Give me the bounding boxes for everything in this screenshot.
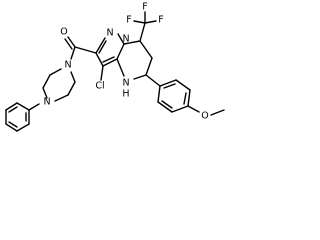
- bond-pyrimidine: [139, 40, 153, 59]
- bond-pyrimidine: [145, 57, 153, 76]
- piperazine-nitrogen-label: N: [43, 97, 50, 108]
- bond-piperazine: [42, 74, 51, 89]
- bond-carbonyl-double: [67, 36, 76, 48]
- bond-piperazine: [54, 94, 69, 102]
- atom-labels: O N N N N F F F N H Cl O: [43, 2, 208, 122]
- bond-cf3: [139, 22, 146, 42]
- bond-pyrimidine: [123, 40, 141, 45]
- fluorine-label: F: [142, 2, 147, 13]
- bond-pyrimidine: [116, 58, 125, 77]
- bond-aryl: [175, 79, 191, 91]
- bond-n-to-carbonyl: [70, 46, 76, 60]
- bond-pyrazole-double: [102, 56, 115, 63]
- bond-pyrazole: [116, 43, 125, 60]
- bond-phenyl-inner: [8, 106, 18, 113]
- bond-to-aryl: [145, 74, 161, 87]
- bond-chloro: [100, 65, 104, 81]
- fluorine-label: F: [158, 15, 163, 26]
- bond-piperazine: [42, 87, 48, 99]
- bond-phenyl: [5, 123, 18, 132]
- bond-pyrazole: [117, 33, 125, 45]
- bond-aryl: [171, 105, 189, 113]
- carbonyl-oxygen-label: O: [60, 27, 67, 38]
- bond-aryl: [157, 85, 161, 103]
- pyrazole-nitrogen-label: N: [122, 34, 129, 45]
- bond-piperazine: [67, 81, 76, 96]
- piperazine-nitrogen-label: N: [64, 60, 71, 71]
- bond-carbonyl-to-ring: [74, 46, 97, 54]
- bond-phenyl-inner: [8, 121, 18, 128]
- bond-carbonyl-double: [64, 38, 73, 50]
- bond-aryl: [187, 89, 191, 107]
- bond-aryl-inner: [183, 92, 187, 105]
- bond-pyrazole: [95, 52, 104, 67]
- bond-pyrazole: [95, 37, 106, 54]
- bond-piperazine: [70, 71, 76, 83]
- molecule-structure-diagram: O N N N N F F F N H Cl O: [5, 2, 225, 132]
- fluorine-label: F: [126, 15, 131, 26]
- pyrazole-nitrogen-label: N: [106, 28, 113, 39]
- bond-methoxy: [187, 105, 200, 113]
- bond-cf3-f: [133, 20, 146, 24]
- bond-pyrimidine: [133, 74, 147, 80]
- bond-pyrazole: [102, 58, 118, 67]
- bond-aryl: [157, 101, 173, 113]
- bond-methoxy: [210, 109, 225, 116]
- bond-aryl-inner: [163, 83, 176, 89]
- amine-nitrogen-label: N: [122, 78, 129, 89]
- bond-piperazine: [49, 68, 62, 76]
- chlorine-label: Cl: [95, 81, 104, 92]
- bond-pyrazole-double: [98, 40, 107, 54]
- bond-lines: [5, 11, 225, 132]
- bond-aryl: [159, 79, 177, 87]
- bond-phenyl: [16, 123, 30, 132]
- bond-aryl-inner: [161, 100, 173, 109]
- bond-phenyl-to-n: [28, 103, 40, 111]
- amine-hydrogen-label: H: [122, 89, 129, 100]
- methoxy-oxygen-label: O: [201, 111, 208, 122]
- bond-phenyl: [5, 102, 18, 111]
- bond-cf3-f: [144, 20, 157, 24]
- bond-phenyl: [16, 102, 30, 111]
